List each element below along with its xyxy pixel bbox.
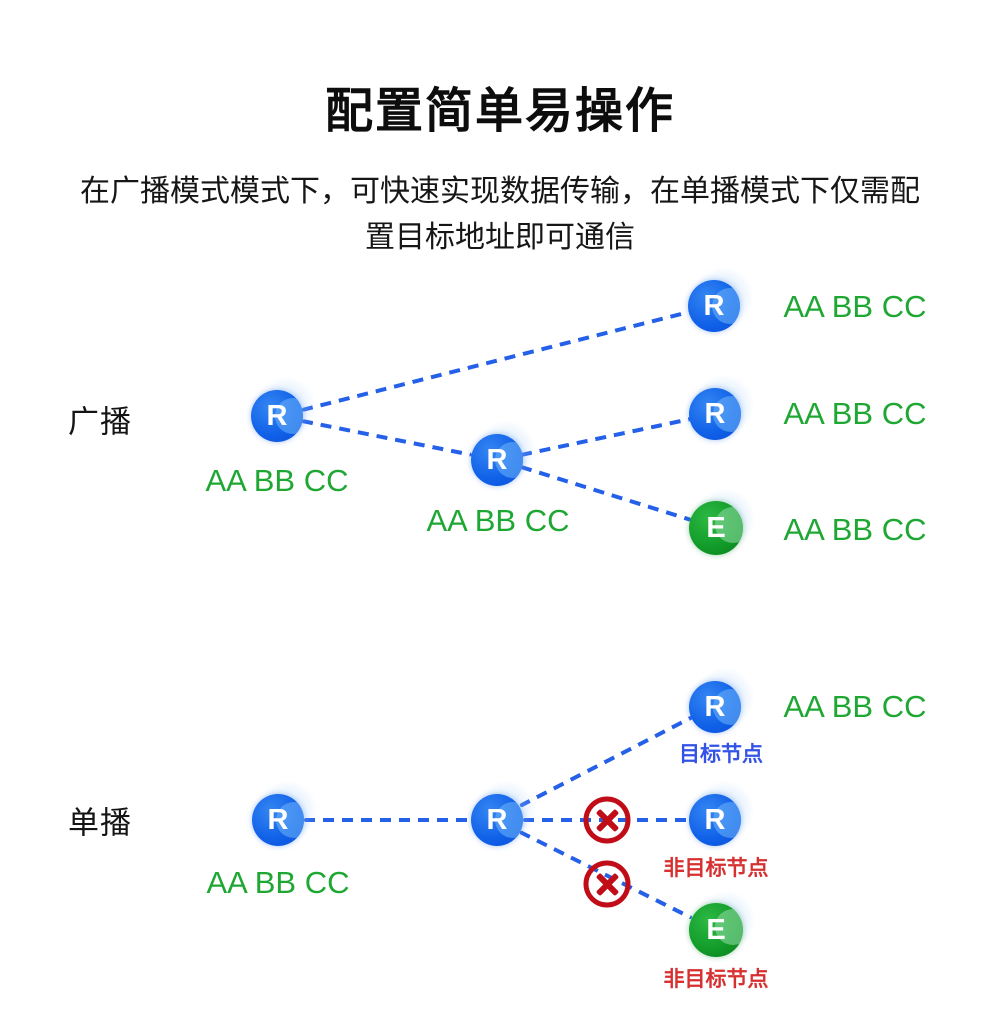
dashed-link	[519, 715, 694, 808]
address-label: AA BB CC	[783, 396, 927, 431]
unicast-section-label: 单播	[68, 805, 132, 841]
dashed-link	[301, 419, 473, 457]
router-node: R	[471, 779, 538, 846]
address-label: AA BB CC	[205, 463, 349, 498]
node-letter: R	[703, 289, 725, 322]
broadcast-section-label: 广播	[68, 404, 132, 440]
subtitle-line-1: 在广播模式模式下，可快速实现数据传输，在单播模式下仅需配	[80, 175, 920, 208]
router-circle: R	[689, 388, 741, 440]
page-title: 配置简单易操作	[324, 85, 676, 138]
address-label: AA BB CC	[206, 865, 350, 900]
dashed-link	[301, 309, 691, 412]
router-node: R	[688, 265, 755, 332]
non-target-node-tag: 非目标节点	[663, 968, 769, 991]
blocked-cross-icon	[583, 860, 631, 908]
router-circle: R	[471, 434, 523, 486]
endpoint-node: E	[689, 889, 757, 957]
address-label: AA BB CC	[783, 512, 927, 547]
node-letter: R	[704, 690, 726, 723]
router-node: R	[689, 779, 756, 846]
node-letter: E	[706, 511, 726, 544]
subtitle-line-2: 置目标地址即可通信	[365, 221, 635, 254]
router-node: R	[471, 419, 538, 486]
router-circle: R	[689, 794, 741, 846]
router-circle: R	[251, 390, 303, 442]
node-letter: R	[704, 803, 726, 836]
router-circle: R	[689, 681, 741, 733]
address-label: AA BB CC	[783, 289, 927, 324]
router-node: R	[251, 375, 318, 442]
non-target-node-tag: 非目标节点	[663, 857, 769, 880]
endpoint-circle: E	[689, 903, 743, 957]
node-letter: E	[706, 913, 726, 946]
target-node-tag: 目标节点	[679, 743, 763, 766]
address-label: AA BB CC	[426, 503, 570, 538]
blocked-cross-icon	[583, 796, 631, 844]
router-circle: R	[471, 794, 523, 846]
address-label: AA BB CC	[783, 689, 927, 724]
endpoint-circle: E	[689, 501, 743, 555]
router-circle: R	[688, 280, 740, 332]
dashed-link	[520, 416, 692, 457]
router-circle: R	[252, 794, 304, 846]
node-letter: R	[704, 397, 726, 430]
router-node: R	[252, 779, 319, 846]
router-node: R	[689, 373, 756, 440]
node-letter: R	[267, 803, 289, 836]
node-letter: R	[486, 803, 508, 836]
dashed-link	[304, 818, 471, 822]
node-letter: R	[486, 443, 508, 476]
node-letter: R	[266, 399, 288, 432]
page-subtitle: 在广播模式模式下，可快速实现数据传输，在单播模式下仅需配 置目标地址即可通信	[80, 169, 920, 261]
endpoint-node: E	[689, 487, 757, 555]
router-node: R	[689, 666, 756, 733]
